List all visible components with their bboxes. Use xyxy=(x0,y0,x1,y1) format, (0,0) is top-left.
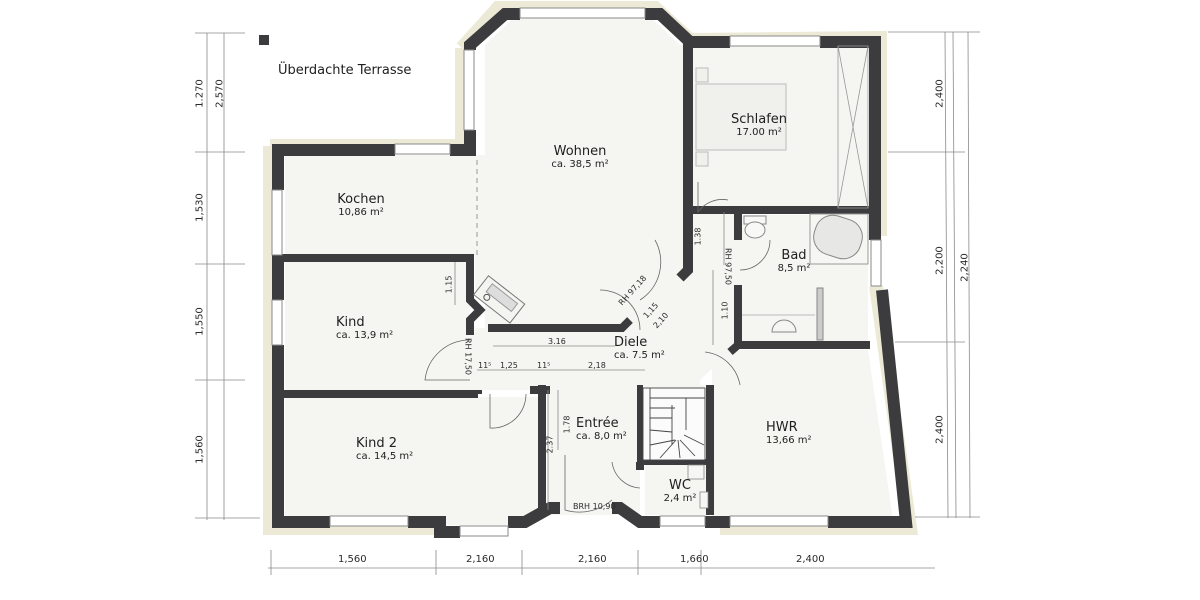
dim-right-outer: 2,240 xyxy=(959,253,971,282)
room-kochen: Kochen 10,86 m² xyxy=(326,192,396,218)
staircase xyxy=(642,387,706,461)
toilet xyxy=(743,215,767,239)
dim-bottom-2: 2,160 xyxy=(578,554,607,565)
shower-partition xyxy=(816,287,824,341)
walls xyxy=(272,8,913,538)
dim-left-outer-1: 1,530 xyxy=(194,193,206,222)
room-entree: Entrée ca. 8,0 m² xyxy=(576,416,630,442)
room-area: 13,66 m² xyxy=(766,435,812,446)
room-wohnen: Wohnen ca. 38,5 m² xyxy=(540,144,620,170)
room-name: Bad xyxy=(781,248,807,263)
dim-kind-115: 1.15 xyxy=(444,275,454,294)
dim-entree-178: 1.78 xyxy=(562,415,572,434)
room-area: 17.00 m² xyxy=(736,127,782,138)
doors xyxy=(424,182,771,513)
dim-right-0: 2,400 xyxy=(934,79,946,108)
room-name: Diele xyxy=(614,335,648,350)
dim-right-1: 2,200 xyxy=(934,246,946,275)
dim-diele-218: 2,18 xyxy=(588,361,606,370)
terrace-label: Überdachte Terrasse xyxy=(278,63,412,78)
room-name: Kochen xyxy=(337,192,385,207)
dim-bad-110: 1.10 xyxy=(720,301,730,320)
dimension-lines xyxy=(195,31,980,575)
dim-right-2: 2,400 xyxy=(934,415,946,444)
room-area: 10,86 m² xyxy=(338,207,384,218)
room-hwr: HWR 13,66 m² xyxy=(766,420,826,446)
dim-left-outer-3: 1,560 xyxy=(194,435,206,464)
dim-diele-125: 1,25 xyxy=(500,361,518,370)
dim-bottom-1: 2,160 xyxy=(466,554,495,565)
dim-kind-rh: RH 17,50 xyxy=(463,337,473,376)
room-name: Schlafen xyxy=(730,112,788,127)
room-name: Kind xyxy=(336,315,365,330)
dim-entree-brh: BRH 10,90 xyxy=(573,502,616,511)
sink xyxy=(771,319,797,333)
dim-bottom-0: 1,560 xyxy=(338,554,367,565)
room-name: Kind 2 xyxy=(356,436,398,451)
room-area: ca. 13,9 m² xyxy=(336,330,394,341)
room-area: ca. 38,5 m² xyxy=(551,159,609,170)
room-area: ca. 7.5 m² xyxy=(614,350,665,361)
room-bad: Bad 8,5 m² xyxy=(764,248,824,274)
room-kind2: Kind 2 ca. 14,5 m² xyxy=(356,436,426,462)
terrace-post xyxy=(259,35,269,45)
dim-bottom-4: 2,400 xyxy=(796,554,825,565)
room-diele: Diele ca. 7.5 m² xyxy=(614,335,670,361)
room-area: ca. 8,0 m² xyxy=(576,431,627,442)
room-kind: Kind ca. 13,9 m² xyxy=(336,315,396,341)
wc-fixtures xyxy=(687,464,709,509)
room-area: 2,4 m² xyxy=(663,493,697,504)
room-area: 8,5 m² xyxy=(777,263,811,274)
room-name: Entrée xyxy=(576,416,619,431)
dim-diele-316: 3.16 xyxy=(548,337,566,346)
dim-left-outer-0: 2,570 xyxy=(214,79,226,108)
room-name: WC xyxy=(669,478,691,493)
dim-bad-rh: RH 97,50 xyxy=(723,247,733,286)
dim-small-11a: 11⁵ xyxy=(478,361,492,370)
dim-entree-237: 2.37 xyxy=(545,435,555,454)
room-name: Wohnen xyxy=(553,144,607,159)
dim-left-outer-2: 1,550 xyxy=(194,307,206,336)
dim-small-11b: 11⁵ xyxy=(537,361,551,370)
room-name: HWR xyxy=(766,420,798,435)
dim-left-inner-0: 1.270 xyxy=(194,79,206,108)
room-area: ca. 14,5 m² xyxy=(356,451,414,462)
bathtub xyxy=(809,213,869,265)
bed xyxy=(695,67,787,167)
wardrobe xyxy=(837,45,869,209)
room-wc: WC 2,4 m² xyxy=(658,478,702,504)
dim-bad-138: 1.38 xyxy=(693,227,703,246)
windows xyxy=(271,7,882,537)
stove xyxy=(472,275,526,324)
room-schlafen: Schlafen 17.00 m² xyxy=(722,112,796,138)
dim-bottom-3: 1,660 xyxy=(680,554,709,565)
